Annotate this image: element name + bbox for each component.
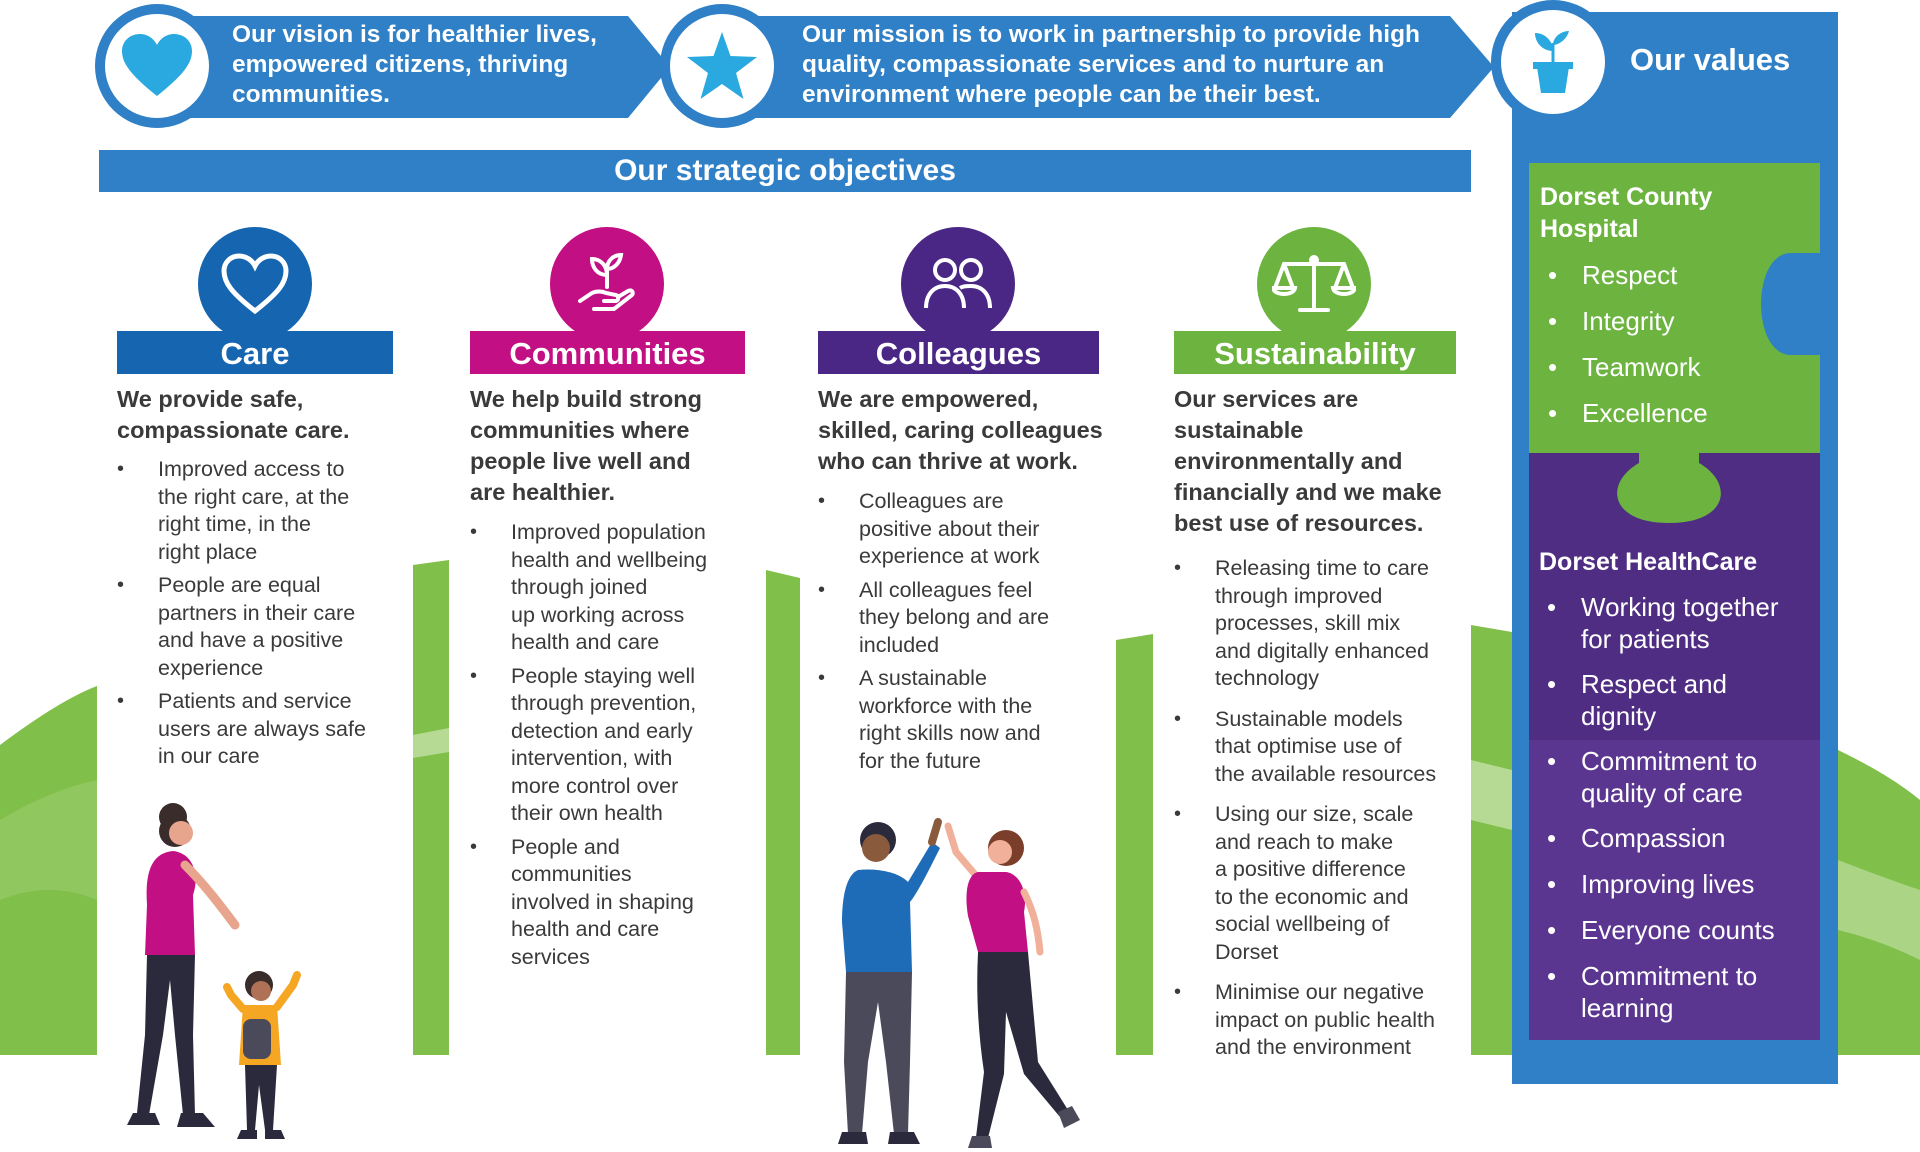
dch-value-item: Excellence [1540, 397, 1708, 443]
values-icon-circle [1491, 0, 1615, 124]
care-heading: We provide safe, compassionate care. [117, 386, 350, 443]
sustainability-heading: Our services are sustainable environment… [1174, 386, 1442, 536]
mother-child-illustration [127, 803, 301, 1139]
people-icon [924, 258, 992, 309]
heart-outline-icon [221, 253, 289, 315]
colleagues-heading: We are empowered, skilled, caring collea… [818, 386, 1103, 474]
sustainability-label: Sustainability [1174, 331, 1456, 374]
dch-value-item: Respect [1540, 259, 1708, 305]
dhc-title: Dorset HealthCare [1539, 548, 1758, 576]
communities-heading: We help build strong communities where p… [470, 386, 702, 505]
vision-text: Our vision is for healthier lives, empow… [232, 21, 597, 108]
sustainability-icon-circle [1257, 227, 1371, 341]
vision-banner-shape [150, 16, 670, 118]
hand-plant-icon [578, 252, 635, 311]
mission-icon-circle [660, 4, 784, 128]
dch-value-item: Integrity [1540, 305, 1708, 351]
dch-values-list: Respect Integrity Teamwork Excellence [1540, 259, 1708, 443]
care-icon-circle [198, 227, 312, 341]
dch-title: Dorset County Hospital [1540, 183, 1713, 243]
vision-icon-circle [95, 4, 219, 128]
dhc-value-item: Compassion [1539, 822, 1779, 868]
dch-value-item: Teamwork [1540, 351, 1708, 397]
values-title: Our values [1630, 42, 1791, 77]
colleagues-label: Colleagues [818, 331, 1099, 374]
strategic-objectives-title: Our strategic objectives [99, 150, 1471, 192]
mission-text: Our mission is to work in partnership to… [802, 21, 1421, 108]
communities-icon-circle [550, 227, 664, 341]
plant-pot-icon [1533, 31, 1573, 93]
high-five-illustration [838, 818, 1080, 1148]
scales-icon [1272, 255, 1356, 312]
dhc-value-item: Improving lives [1539, 868, 1779, 914]
star-icon [687, 32, 757, 99]
puzzle-connectors [1617, 253, 1820, 523]
mission-banner-shape [720, 16, 1494, 118]
communities-label: Communities [470, 331, 745, 374]
dhc-value-item: Everyone counts [1539, 914, 1779, 960]
care-label: Care [117, 331, 393, 374]
heart-icon [122, 34, 192, 96]
colleagues-icon-circle [901, 227, 1015, 341]
